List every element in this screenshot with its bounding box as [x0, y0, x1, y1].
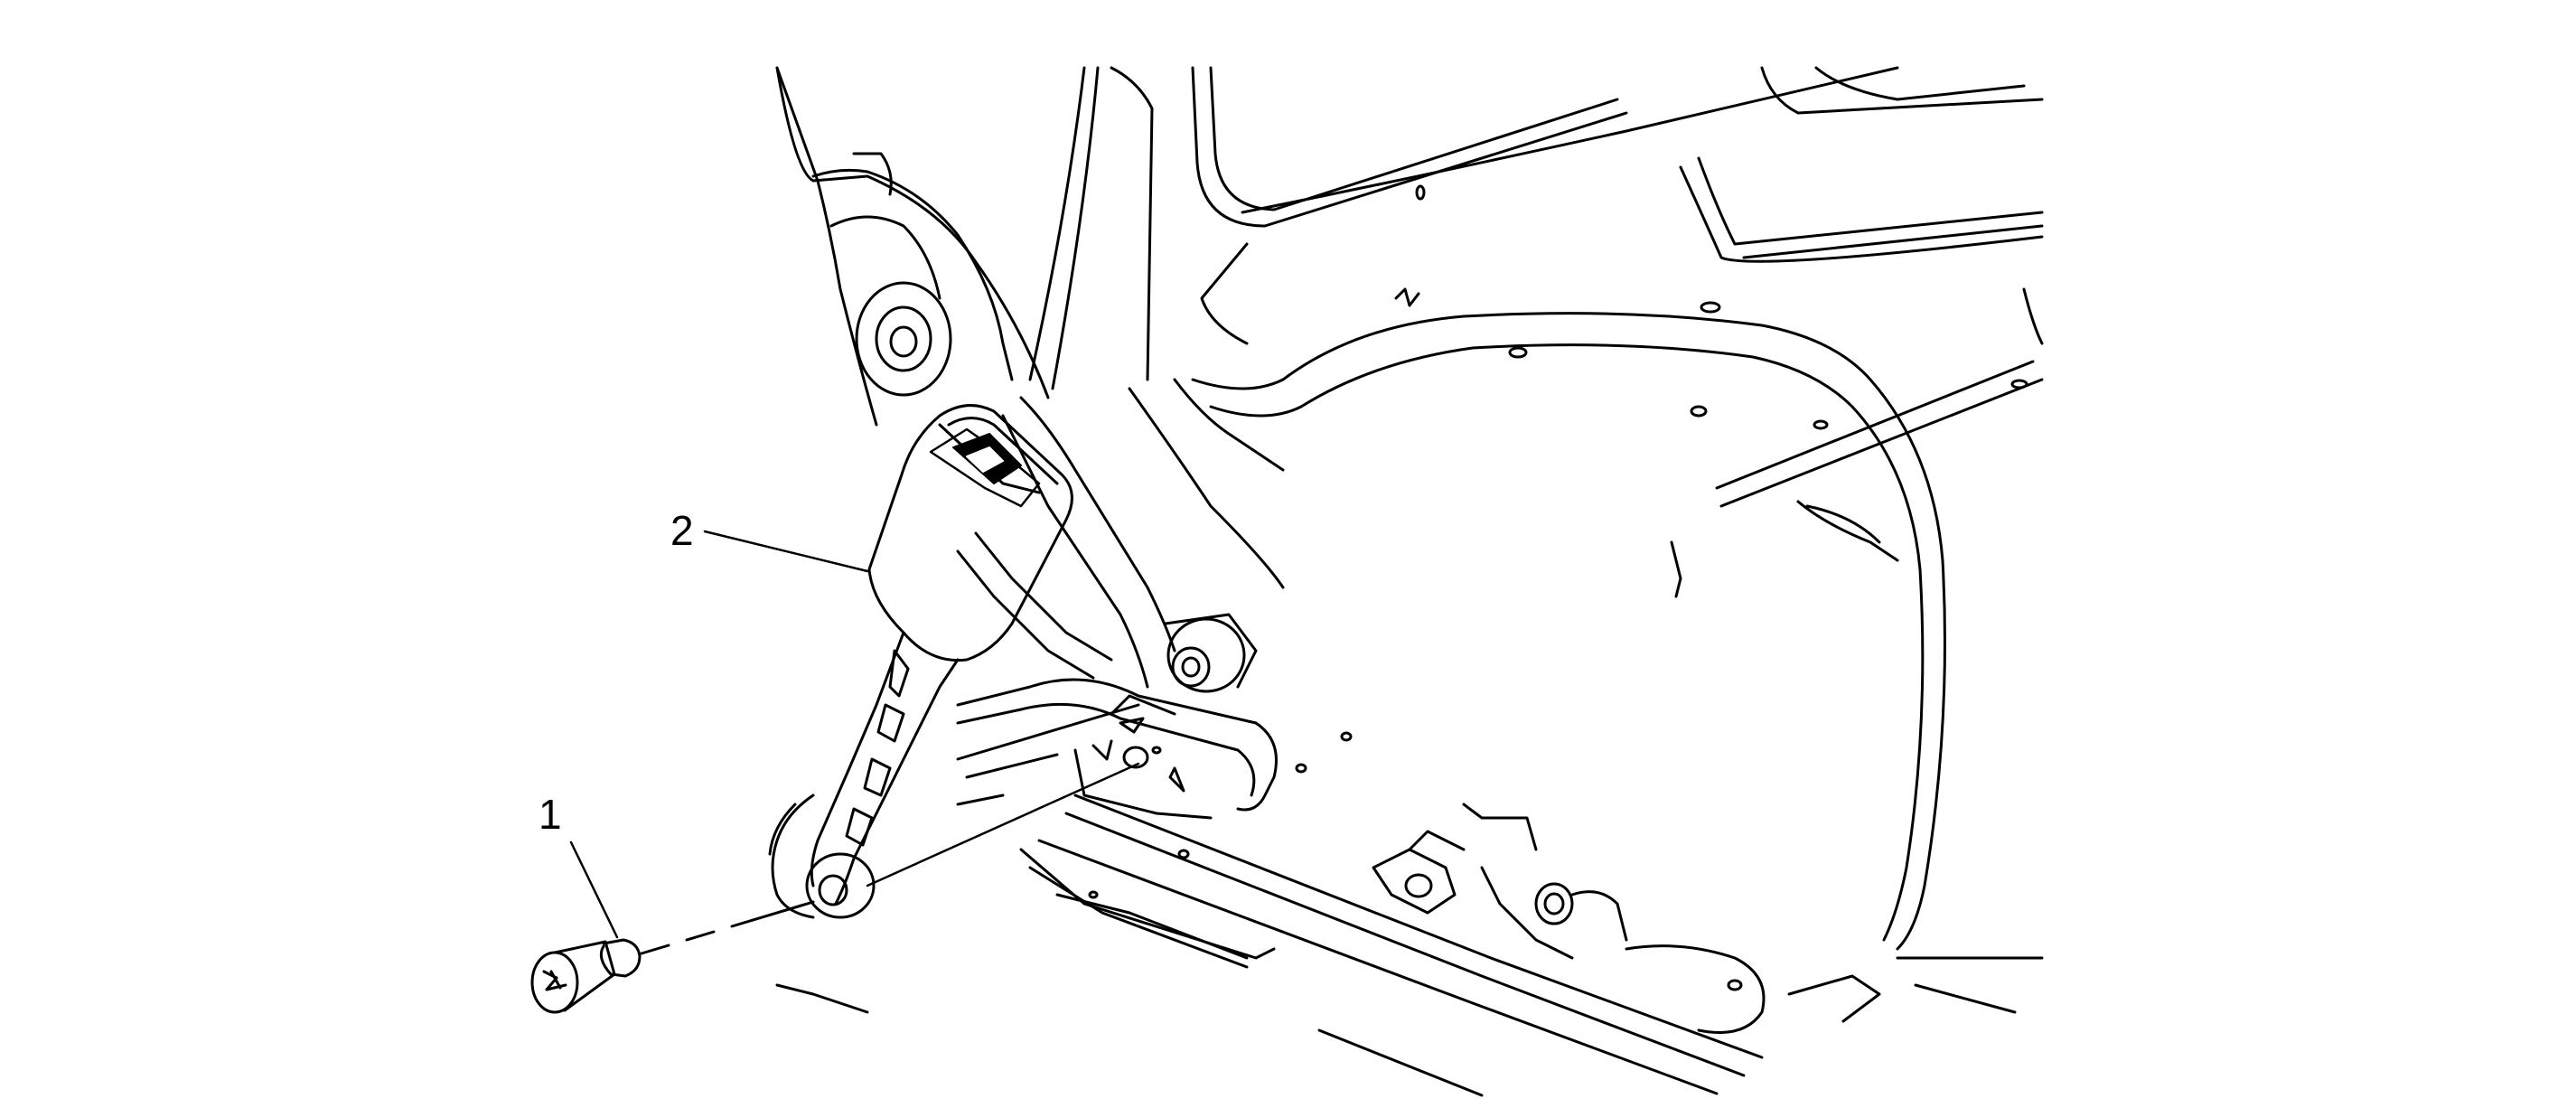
callout-1-label: 1: [539, 791, 562, 838]
floor-panel: [1191, 66, 2044, 508]
seat-belt-buckle: [768, 404, 1073, 919]
seat-cushion: [1128, 242, 1946, 951]
floor-edge: [775, 983, 1484, 1097]
recliner-linkage: [956, 396, 1258, 693]
leader-line-2: [703, 530, 869, 573]
callout-2-label: 2: [670, 507, 694, 554]
seat-frame-rail: [956, 678, 2044, 1095]
seat-back-side: [775, 66, 1014, 427]
pillar-trim: [775, 66, 1154, 399]
bolt: [530, 938, 642, 1014]
installation-axis: [640, 762, 1140, 955]
leader-line-1: [569, 840, 619, 939]
